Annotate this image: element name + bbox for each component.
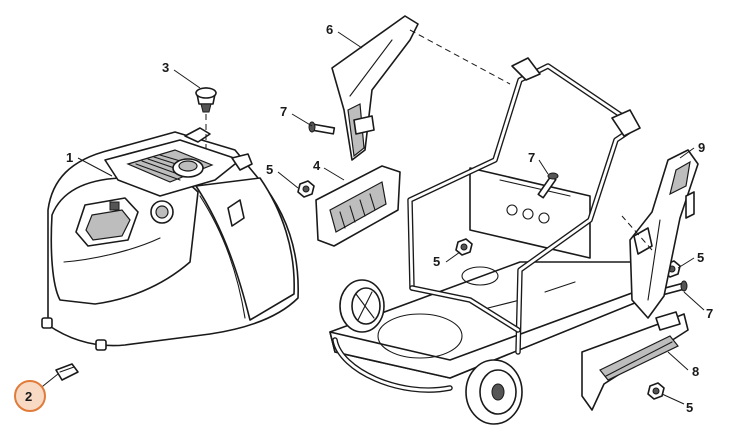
nut-chassis[interactable] bbox=[455, 238, 473, 256]
callout-5-side: 5 bbox=[697, 250, 704, 265]
side-bracket[interactable] bbox=[629, 149, 699, 319]
callout-4: 4 bbox=[313, 158, 321, 173]
callout-5-chassis: 5 bbox=[433, 254, 440, 269]
callout-9: 9 bbox=[698, 140, 705, 155]
callout-5-upper: 5 bbox=[266, 162, 273, 177]
rear-bracket-upper[interactable] bbox=[331, 15, 419, 161]
wheel-right bbox=[465, 359, 523, 425]
callout-5-lower: 5 bbox=[686, 400, 693, 415]
callout-6: 6 bbox=[326, 22, 333, 37]
callout-1: 1 bbox=[66, 150, 73, 165]
leader-lines bbox=[37, 31, 705, 405]
hood-cover[interactable] bbox=[41, 127, 299, 351]
hood-clip[interactable] bbox=[55, 363, 79, 381]
callout-3: 3 bbox=[162, 60, 169, 75]
callout-labels: 1 2 3 4 5 5 5 5 6 7 7 7 8 9 bbox=[14, 22, 713, 415]
fastening-knob[interactable] bbox=[195, 87, 217, 113]
lower-guard-plate[interactable] bbox=[581, 311, 689, 411]
screw-middle[interactable] bbox=[537, 172, 559, 199]
nut-lower[interactable] bbox=[647, 382, 665, 400]
chassis-frame bbox=[329, 57, 643, 425]
callout-2-highlight[interactable]: 2 bbox=[14, 380, 46, 412]
callout-7-lower: 7 bbox=[706, 306, 713, 321]
wheel-left bbox=[339, 279, 385, 333]
screw-upper[interactable] bbox=[308, 121, 336, 135]
callout-7-upper: 7 bbox=[280, 104, 287, 119]
callout-2: 2 bbox=[25, 389, 32, 404]
nut-upper[interactable] bbox=[297, 180, 315, 198]
grille-bracket[interactable] bbox=[315, 165, 401, 247]
callout-7-middle: 7 bbox=[528, 150, 535, 165]
callout-8: 8 bbox=[692, 364, 699, 379]
